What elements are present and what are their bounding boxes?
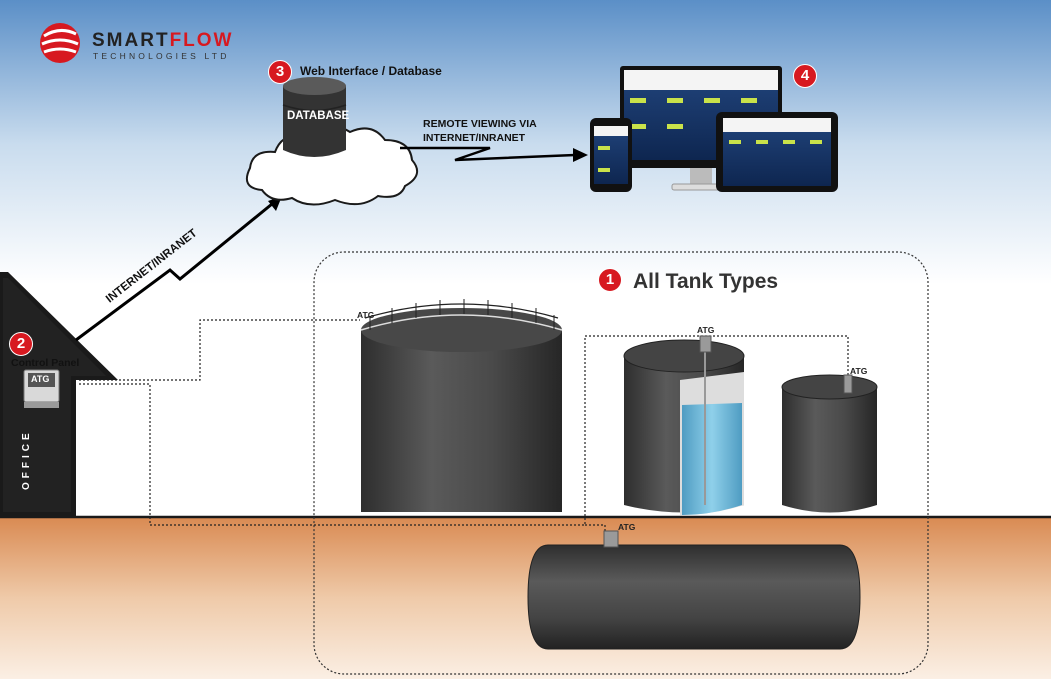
logo-subtitle: TECHNOLOGIES LTD [93, 51, 230, 61]
tablet-device [716, 112, 838, 192]
remote-link-arrow [400, 146, 588, 162]
logo-name-part2: FLOW [169, 30, 234, 51]
ground [0, 517, 1051, 679]
remote-viewing-label: REMOTE VIEWING VIA INTERNET/INRANET [423, 118, 537, 144]
step-4-badge: 4 [793, 64, 817, 88]
logo-icon [40, 23, 80, 63]
large-storage-tank [360, 299, 563, 512]
atg-label-small-tank: ATG [850, 366, 868, 376]
step-2-label: Control Panel [11, 357, 80, 369]
step-1-badge: 1 [598, 268, 622, 292]
database-label: DATABASE [287, 110, 350, 122]
database-icon [282, 77, 347, 157]
control-panel-device [23, 369, 60, 408]
step-3-label: Web Interface / Database [300, 64, 442, 78]
logo-name-part1: SMART [92, 30, 170, 51]
logo-wordmark: SMARTFLOW [92, 30, 234, 52]
atg-label-large-tank: ATG [357, 310, 375, 320]
wiring [79, 319, 849, 535]
atg-label-underground-tank: ATG [618, 522, 636, 532]
atg-label-cutaway-tank: ATG [697, 325, 715, 335]
small-tank [781, 374, 878, 513]
tank-area-boundary [313, 251, 929, 675]
office-label: OFFICE [21, 429, 32, 490]
step-2-badge: 2 [9, 332, 33, 356]
screen-tiles [630, 98, 757, 129]
phone-device [590, 118, 632, 192]
step-3-badge: 3 [268, 60, 292, 84]
control-panel-atg-label: ATG [31, 374, 50, 384]
cutaway-tank [623, 335, 745, 515]
underground-tank [527, 530, 861, 650]
step-1-label: All Tank Types [633, 270, 779, 293]
